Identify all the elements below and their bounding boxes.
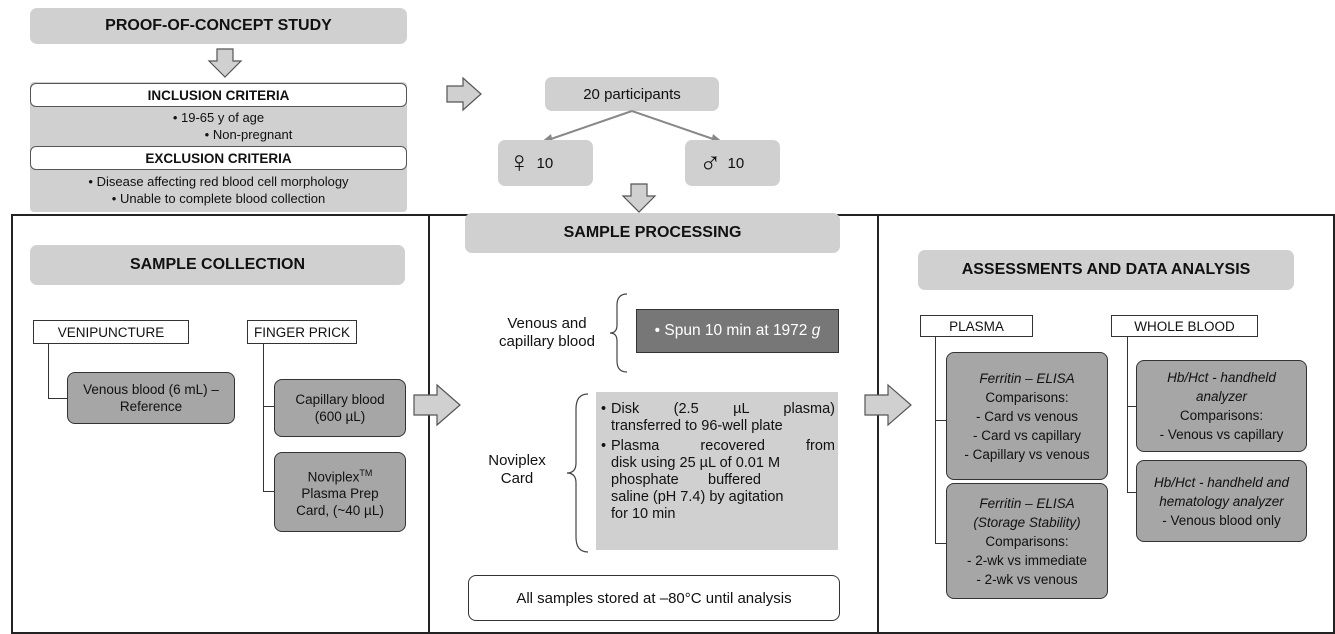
connector bbox=[48, 398, 68, 399]
female-icon: ♀ bbox=[508, 146, 531, 179]
sample-collection-title: SAMPLE COLLECTION bbox=[30, 245, 405, 285]
arrow-right-icon bbox=[864, 383, 912, 427]
storage-box: All samples stored at –80°C until analys… bbox=[468, 575, 840, 621]
plasma-recovery-step: • Plasma recovered from disk using 25 µL… bbox=[601, 438, 835, 522]
ferritin-elisa-box: Ferritin – ELISA Comparisons: - Card vs … bbox=[946, 352, 1108, 480]
hb-hct-handheld-box: Hb/Hct - handheld analyzer Comparisons: … bbox=[1136, 360, 1307, 452]
noviplex-label: NoviplexTM bbox=[307, 467, 373, 485]
male-icon: ♂ bbox=[699, 146, 722, 179]
connector bbox=[263, 491, 275, 492]
storage-subtitle: (Storage Stability) bbox=[973, 514, 1081, 530]
participants-box: 20 participants bbox=[545, 77, 719, 111]
comparison-item: - Capillary vs venous bbox=[964, 446, 1090, 462]
venipuncture-box: VENIPUNCTURE bbox=[33, 320, 189, 344]
arrow-right-icon bbox=[446, 76, 482, 112]
connector bbox=[935, 543, 947, 544]
comparison-item: - Card vs venous bbox=[975, 408, 1079, 424]
assessments-title: ASSESSMENTS AND DATA ANALYSIS bbox=[918, 250, 1294, 290]
card-volume-label: Card, (~40 µL) bbox=[296, 503, 384, 519]
storage-title: Ferritin – ELISA bbox=[979, 495, 1075, 511]
hb2-subtitle: hematology analyzer bbox=[1159, 493, 1284, 509]
ferritin-title: Ferritin – ELISA bbox=[979, 370, 1075, 386]
inclusion-item-age: • 19-65 y of age bbox=[172, 110, 265, 125]
connector bbox=[1127, 492, 1137, 493]
arrow-right-icon bbox=[413, 383, 461, 427]
connector bbox=[935, 337, 936, 544]
female-count: 10 bbox=[536, 154, 554, 172]
connector bbox=[935, 420, 947, 421]
study-title: PROOF-OF-CONCEPT STUDY bbox=[30, 8, 407, 44]
comparison-item: - Venous vs capillary bbox=[1159, 427, 1284, 442]
whole-blood-box: WHOLE BLOOD bbox=[1111, 315, 1258, 337]
reference-label: Reference bbox=[119, 399, 183, 414]
hb1-subtitle: analyzer bbox=[1195, 389, 1248, 404]
exclusion-item-disease: • Disease affecting red blood cell morph… bbox=[88, 174, 349, 189]
card-processing-box bbox=[596, 392, 838, 550]
inclusion-item-pregnancy: • Non-pregnant bbox=[204, 127, 293, 142]
connector bbox=[1127, 406, 1137, 407]
brace-icon bbox=[609, 293, 628, 373]
exclusion-item-collection: • Unable to complete blood collection bbox=[111, 191, 326, 206]
plasma-box: PLASMA bbox=[920, 315, 1033, 337]
inclusion-criteria-heading: INCLUSION CRITERIA bbox=[30, 83, 407, 107]
comparison-item: - Venous blood only bbox=[1162, 512, 1281, 528]
venous-blood-label: Venous blood (6 mL) – bbox=[83, 382, 219, 397]
arrow-down-icon bbox=[621, 183, 657, 213]
connector bbox=[48, 344, 49, 399]
hb1-title: Hb/Hct - handheld bbox=[1167, 370, 1276, 385]
brace-icon bbox=[566, 393, 589, 553]
comparison-item: - Card vs capillary bbox=[972, 427, 1082, 443]
capillary-blood-label: Capillary blood bbox=[295, 392, 385, 407]
connector bbox=[1127, 337, 1128, 493]
noviplex-card-label: Noviplex Card bbox=[488, 452, 546, 487]
comparisons-label: Comparisons: bbox=[985, 389, 1069, 405]
plasma-prep-label: Plasma Prep bbox=[301, 486, 379, 502]
venous-capillary-label: Venous and capillary blood bbox=[499, 315, 595, 350]
comparisons-label: Comparisons: bbox=[1179, 408, 1264, 423]
capillary-blood-box: Capillary blood (600 µL) bbox=[274, 379, 406, 437]
comparison-item: - 2-wk vs immediate bbox=[966, 552, 1088, 568]
noviplex-card-box: NoviplexTM Plasma Prep Card, (~40 µL) bbox=[274, 452, 406, 532]
female-group: ♀ 10 bbox=[498, 140, 593, 186]
disk-step: • Disk (2.5 µL plasma) transferred to 96… bbox=[601, 401, 835, 434]
capillary-volume-label: (600 µL) bbox=[314, 409, 366, 424]
hb2-title: Hb/Hct - handheld and bbox=[1153, 474, 1290, 490]
storage-stability-box: Ferritin – ELISA (Storage Stability) Com… bbox=[946, 483, 1108, 599]
exclusion-criteria-heading: EXCLUSION CRITERIA bbox=[30, 146, 407, 170]
comparison-item: - 2-wk vs venous bbox=[976, 571, 1078, 587]
sample-processing-title: SAMPLE PROCESSING bbox=[465, 213, 840, 253]
spun-box: • Spun 10 min at 1972 g bbox=[636, 309, 839, 353]
male-count: 10 bbox=[727, 154, 745, 172]
arrow-down-icon bbox=[207, 48, 243, 78]
connector bbox=[263, 344, 264, 492]
connector bbox=[263, 406, 275, 407]
comparisons-label: Comparisons: bbox=[985, 533, 1069, 549]
finger-prick-box: FINGER PRICK bbox=[247, 320, 357, 344]
male-group: ♂ 10 bbox=[685, 140, 780, 186]
venous-blood-box: Venous blood (6 mL) – Reference bbox=[67, 372, 235, 424]
hb-hct-hematology-box: Hb/Hct - handheld and hematology analyze… bbox=[1136, 460, 1307, 542]
